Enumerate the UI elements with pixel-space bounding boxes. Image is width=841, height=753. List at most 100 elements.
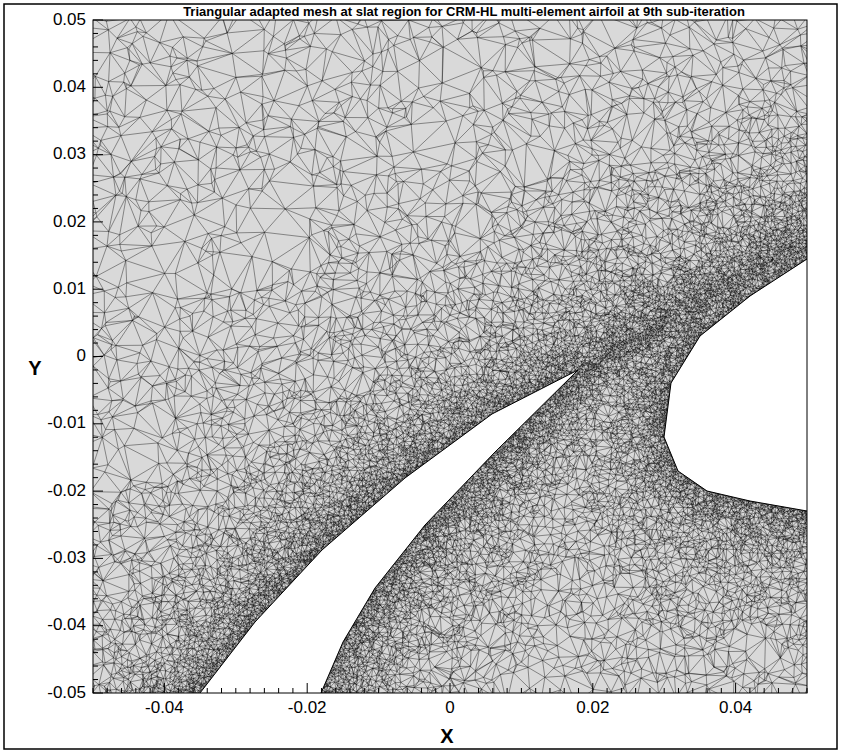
tick-mark (764, 688, 765, 693)
tick-label: 0 (77, 347, 86, 366)
tick-label: -0.03 (47, 549, 86, 568)
tick-mark (692, 688, 693, 693)
tick-mark (93, 585, 98, 586)
tick-mark (93, 612, 98, 613)
tick-label: -0.04 (145, 699, 184, 718)
axis-ticks (93, 20, 807, 693)
tick-mark (93, 356, 103, 357)
tick-label: -0.02 (47, 482, 86, 501)
tick-mark (93, 652, 98, 653)
tick-label: 0.02 (53, 213, 86, 232)
tick-label: 0.04 (53, 78, 86, 97)
tick-mark (221, 688, 222, 693)
tick-mark (93, 518, 98, 519)
tick-mark (93, 343, 98, 344)
tick-mark (307, 683, 308, 693)
tick-label: -0.04 (47, 616, 86, 635)
tick-mark (93, 464, 98, 465)
tick-mark (93, 598, 98, 599)
tick-mark (93, 73, 98, 74)
tick-mark (93, 639, 98, 640)
tick-mark (93, 87, 103, 88)
tick-mark (93, 450, 98, 451)
tick-mark (664, 688, 665, 693)
tick-mark (264, 688, 265, 693)
tick-mark (421, 688, 422, 693)
tick-mark (93, 666, 98, 667)
tick-mark (93, 154, 103, 155)
tick-mark (93, 316, 98, 317)
tick-mark (607, 688, 608, 693)
tick-mark (350, 688, 351, 693)
tick-mark (93, 531, 98, 532)
tick-mark (707, 688, 708, 693)
tick-mark (178, 688, 179, 693)
plot-frame (93, 20, 807, 693)
tick-mark (578, 688, 579, 693)
tick-mark (93, 423, 103, 424)
tick-mark (192, 688, 193, 693)
triangular-mesh (93, 20, 807, 693)
tick-mark (93, 60, 98, 61)
tick-mark (507, 688, 508, 693)
tick-mark (150, 688, 151, 693)
tick-mark (93, 235, 98, 236)
tick-mark (93, 248, 98, 249)
tick-mark (121, 688, 122, 693)
tick-mark (93, 571, 98, 572)
tick-mark (93, 437, 98, 438)
tick-mark (535, 688, 536, 693)
tick-mark (492, 688, 493, 693)
tick-mark (749, 688, 750, 693)
tick-mark (735, 683, 736, 693)
tick-mark (649, 688, 650, 693)
tick-mark (621, 688, 622, 693)
tick-mark (93, 194, 98, 195)
tick-label: 0.01 (53, 280, 86, 299)
tick-mark (93, 262, 98, 263)
tick-mark (207, 688, 208, 693)
tick-mark (93, 141, 98, 142)
tick-mark (435, 688, 436, 693)
tick-mark (278, 688, 279, 693)
tick-mark (93, 329, 98, 330)
tick-mark (93, 396, 98, 397)
tick-mark (250, 688, 251, 693)
tick-label: -0.05 (47, 684, 86, 703)
tick-label: 0.04 (719, 699, 752, 718)
axis-title: X (440, 725, 453, 747)
tick-mark (93, 275, 98, 276)
tick-label: -0.01 (47, 414, 86, 433)
tick-label: -0.02 (288, 699, 327, 718)
tick-mark (407, 688, 408, 693)
tick-mark (93, 477, 98, 478)
tick-mark (392, 688, 393, 693)
tick-mark (107, 688, 108, 693)
tick-mark (564, 688, 565, 693)
tick-mark (93, 100, 98, 101)
slat-body (200, 370, 578, 693)
main-element-body (664, 259, 807, 511)
tick-mark (321, 688, 322, 693)
tick-mark (93, 289, 103, 290)
tick-mark (93, 168, 98, 169)
tick-mark (450, 683, 451, 693)
tick-mark (93, 369, 98, 370)
plot-title: Triangular adapted mesh at slat region f… (183, 5, 745, 19)
tick-mark (721, 688, 722, 693)
tick-mark (93, 208, 98, 209)
axis-title: Y (28, 357, 41, 379)
tick-mark (592, 683, 593, 693)
tick-mark (364, 688, 365, 693)
tick-mark (93, 383, 98, 384)
tick-mark (93, 544, 98, 545)
tick-label: 0.03 (53, 145, 86, 164)
tick-mark (235, 688, 236, 693)
tick-mark (93, 114, 98, 115)
tick-mark (378, 688, 379, 693)
tick-mark (549, 688, 550, 693)
tick-mark (521, 688, 522, 693)
tick-mark (292, 688, 293, 693)
tick-mark (478, 688, 479, 693)
